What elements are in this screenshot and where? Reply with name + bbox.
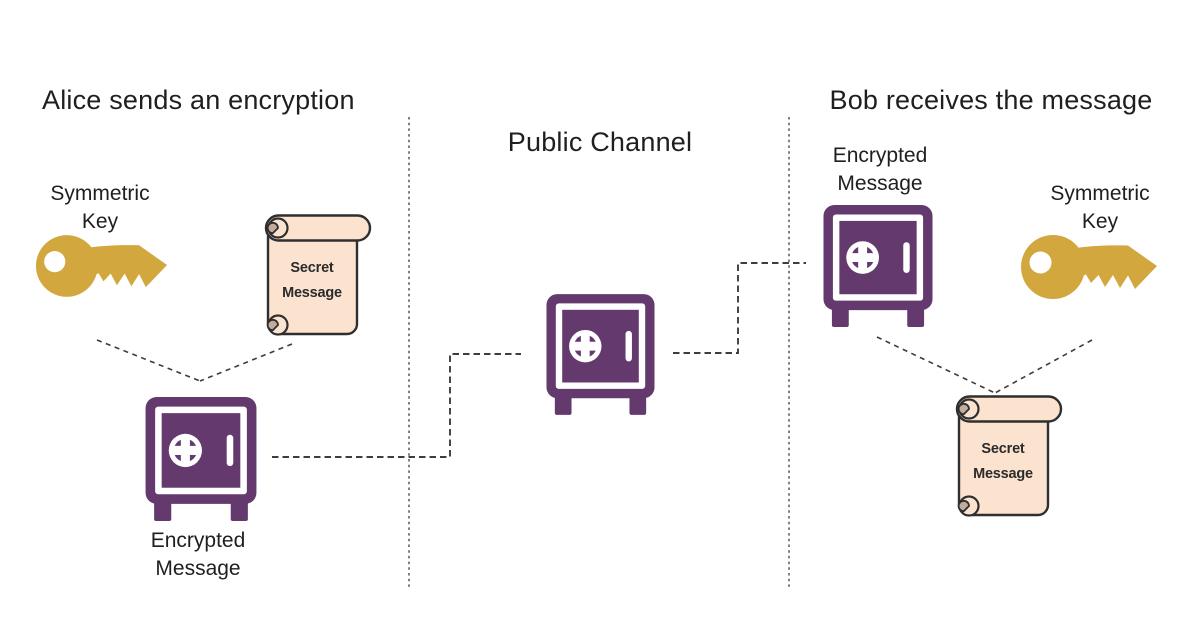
symmetric-key-icon xyxy=(35,232,168,298)
safe-vault-icon xyxy=(145,396,257,522)
bob-section-title: Bob receives the message xyxy=(829,85,1153,115)
alice-symmetric-key-label: Symmetric Key xyxy=(50,182,150,233)
alice-safe-to-channel-dashed-path xyxy=(272,353,521,458)
bob-encrypted-message-label: Encrypted Message xyxy=(832,144,928,195)
symmetric-key-icon xyxy=(1020,232,1158,300)
bob-key-to-scroll-dashed-line xyxy=(994,339,1093,394)
alice-key-to-safe-dashed-line xyxy=(96,339,201,382)
bob-symmetric-key-label: Symmetric Key xyxy=(1050,182,1150,233)
safe-vault-icon xyxy=(823,204,933,328)
bob-secret-message-text: Secret Message xyxy=(973,441,1033,482)
channel-to-bob-safe-dashed-path xyxy=(673,262,806,354)
alice-secret-message-text: Secret Message xyxy=(282,260,342,301)
public-channel-title: Public Channel xyxy=(507,127,693,157)
alice-section-title: Alice sends an encryption xyxy=(42,85,355,115)
alice-scroll-to-safe-dashed-line xyxy=(199,343,293,382)
alice-encrypted-message-label: Encrypted Message xyxy=(150,529,246,580)
safe-vault-icon xyxy=(546,293,655,416)
bob-safe-to-scroll-dashed-line xyxy=(876,336,996,394)
